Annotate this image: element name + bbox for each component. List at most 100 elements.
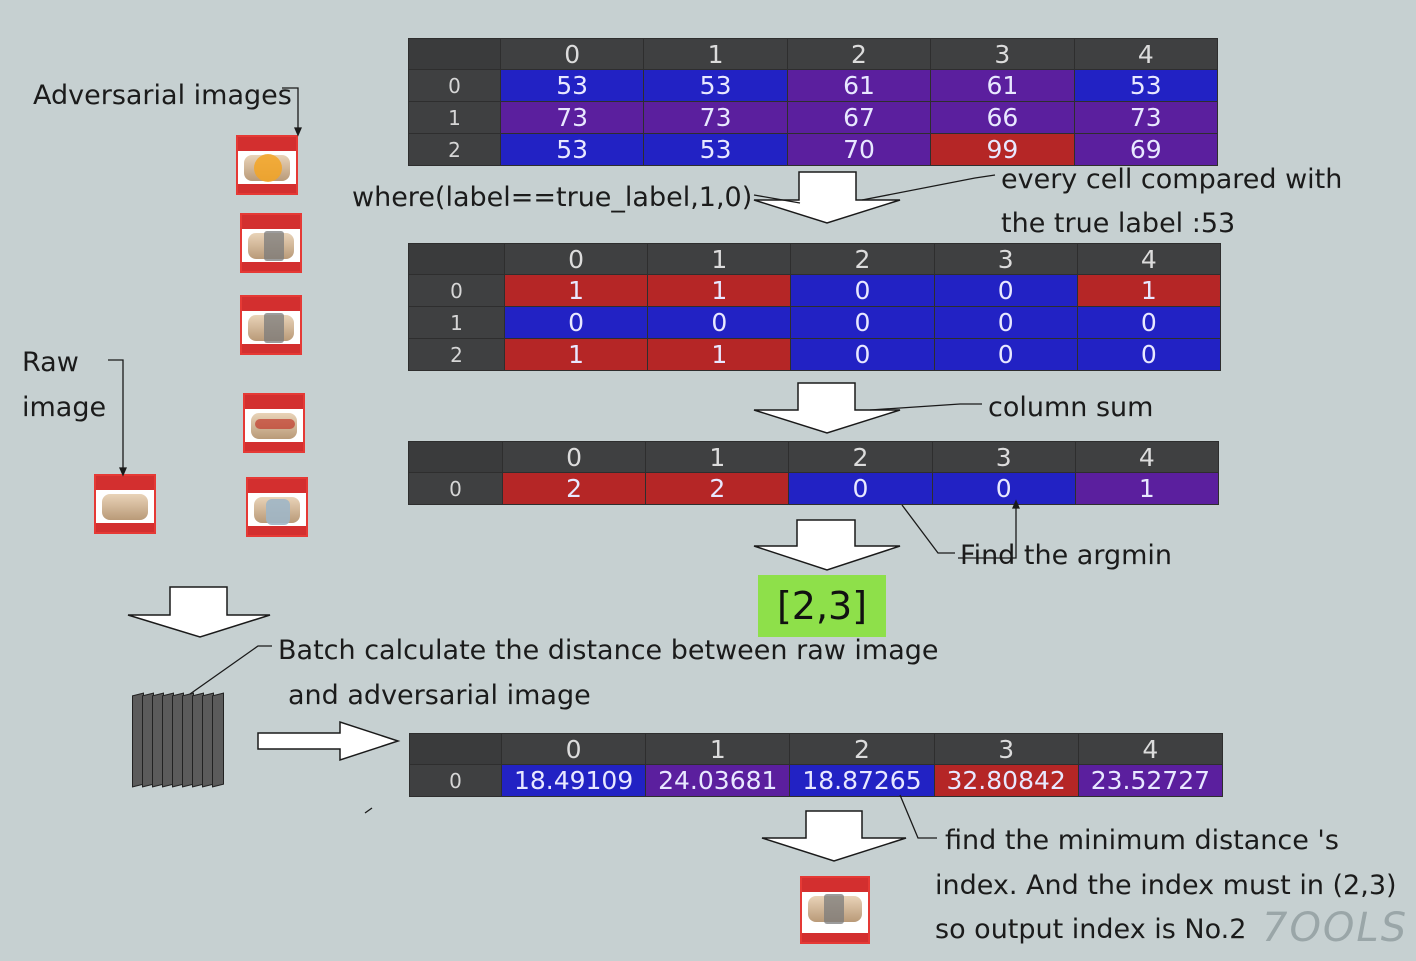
compare-note-line2: the true label :53: [1001, 208, 1236, 239]
column-header: 3: [933, 733, 1079, 765]
row-index: 0: [409, 764, 502, 797]
table-cell: 53: [499, 69, 645, 102]
down-arrow-icon: [127, 586, 271, 638]
thumb-band: [96, 476, 154, 490]
arrow-tip-icon: [119, 467, 127, 477]
where-leader-line: [753, 194, 801, 204]
column-header: 0: [500, 733, 647, 765]
table-cell: 1: [1074, 472, 1220, 505]
thumb-band: [242, 297, 300, 311]
adversarial-images-label: Adversarial images: [33, 80, 292, 111]
stray-mark: [364, 807, 373, 814]
raw-label-line1: Raw: [22, 347, 79, 378]
table-cell: 0: [931, 472, 1076, 505]
column-header: 4: [1074, 441, 1220, 473]
table-cell: 18.49109: [500, 764, 647, 797]
output-image-thumb: [800, 876, 870, 944]
thumb-overlay: [254, 154, 282, 182]
table-cell: 1: [503, 338, 649, 371]
thumb-foot: [242, 344, 300, 353]
column-header: 0: [499, 38, 645, 70]
arrow-tip-icon: [1012, 499, 1020, 509]
table-cell: 0: [1076, 306, 1222, 339]
thumb-overlay: [266, 499, 290, 525]
column-header: 4: [1076, 243, 1222, 275]
column-header: 2: [786, 38, 932, 70]
min-note-line1: find the minimum distance 's: [945, 825, 1339, 856]
find-argmin-label: Find the argmin: [960, 540, 1173, 571]
thumb-foot: [96, 523, 154, 532]
table-cell: 99: [930, 133, 1075, 166]
row-index: 0: [408, 69, 501, 102]
row-index: 0: [408, 472, 503, 505]
table-cell: 69: [1073, 133, 1219, 166]
table-cell: 0: [933, 274, 1078, 307]
table-corner: [408, 38, 501, 70]
thumb-foot: [238, 184, 296, 193]
table-cell: 0: [788, 472, 933, 505]
thumb-foot: [802, 933, 868, 942]
compare-leader-line: [861, 174, 996, 201]
thumb-overlay: [264, 313, 284, 343]
column-header: 1: [647, 243, 792, 275]
row-index: 1: [408, 306, 505, 339]
table-cell: 61: [930, 69, 1075, 102]
table-corner: [409, 733, 502, 765]
thumb-overlay: [264, 231, 284, 261]
thumb-tank: [102, 494, 148, 520]
down-arrow-icon: [753, 171, 901, 224]
row-index: 2: [408, 133, 501, 166]
batch-note-line2: and adversarial image: [288, 680, 591, 711]
down-arrow-icon: [753, 382, 901, 434]
argmin-leader-line-a: [901, 504, 955, 554]
table-cell: 2: [645, 472, 790, 505]
table-cell: 0: [933, 306, 1078, 339]
raw-label-line2: image: [22, 392, 107, 423]
thumb-band: [245, 395, 303, 409]
table-cell: 0: [1076, 338, 1222, 371]
adversarial-image-thumb: [236, 135, 298, 195]
adversarial-leader-line: [282, 87, 299, 130]
raw-leader-line: [108, 359, 124, 470]
table-cell: 0: [790, 306, 935, 339]
min-leader-line: [899, 794, 937, 839]
thumb-band: [802, 878, 868, 892]
thumb-foot: [245, 442, 303, 451]
down-arrow-icon: [753, 519, 901, 571]
row-index: 1: [408, 101, 501, 134]
thumb-band: [238, 137, 296, 151]
thumb-overlay: [824, 894, 844, 924]
column-header: 3: [933, 243, 1078, 275]
column-header: 0: [503, 243, 649, 275]
raw-image-thumb: [94, 474, 156, 534]
min-note-line2: index. And the index must in (2,3): [935, 870, 1397, 901]
table-cell: 1: [647, 338, 792, 371]
table-cell: 24.03681: [645, 764, 791, 797]
adversarial-image-thumb: [246, 477, 308, 537]
column-header: 2: [789, 733, 935, 765]
table-cell: 73: [643, 101, 788, 134]
table-cell: 0: [933, 338, 1078, 371]
adversarial-image-thumb: [243, 393, 305, 453]
table-cell: 0: [647, 306, 792, 339]
table-cell: 0: [790, 338, 935, 371]
column-header: 4: [1077, 733, 1224, 765]
argmin-leader-line-b: [958, 506, 1017, 559]
thumb-band: [242, 215, 300, 229]
arrow-tip-icon: [294, 127, 302, 137]
table-cell: 1: [503, 274, 649, 307]
